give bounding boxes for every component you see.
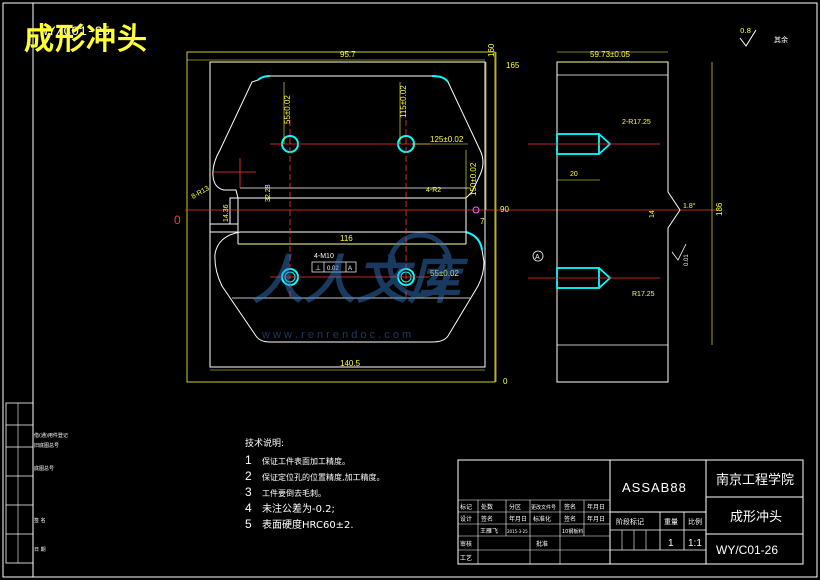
dim-overall-height: 160 — [487, 43, 496, 57]
note-2-num: 2 — [245, 469, 252, 483]
watermark-url: w w w . r e n r e n d o c . c o m — [261, 329, 411, 341]
note-3-text: 工件要倒去毛刺。 — [262, 488, 326, 498]
tb-h1-1: 处数 — [481, 503, 493, 511]
tb-weight-label: 重量 — [664, 518, 678, 526]
tb-h1-2: 分区 — [509, 503, 521, 511]
dim-side-r-top: 2-R17.25 — [622, 119, 651, 126]
strip-label-3: 底图总号 — [34, 465, 54, 472]
tb-std-value: 10钢板料 — [562, 528, 583, 535]
dim-side-perp: 0.01 — [684, 254, 690, 266]
dim-h90: 90 — [500, 205, 509, 214]
note-5-num: 5 — [245, 517, 252, 531]
tb-school: 南京工程学院 — [716, 472, 794, 488]
watermark: 人人文库 w w w . r e n r e n d o c . c o m — [252, 232, 469, 341]
dim-hole-bottom: 55±0.02 — [430, 269, 459, 278]
dim-side-angle: 1.8° — [683, 202, 696, 210]
punch-outline-box — [209, 61, 486, 368]
stock-outline — [186, 51, 496, 383]
side-outline — [556, 61, 681, 383]
callout-thread: 4-M10 — [314, 253, 334, 260]
datum-a-marker: A — [535, 254, 540, 261]
svg-text:⊥: ⊥ — [315, 265, 321, 272]
dim-zero-bottom: 0 — [503, 377, 508, 386]
inner-border — [32, 2, 818, 578]
roughness-note: 其余 — [774, 35, 788, 44]
drawing-title: 成形冲头 — [24, 22, 148, 57]
dim-hole-tr: 115±0.02 — [399, 85, 408, 118]
dim-h7: 7 — [480, 217, 485, 226]
dim-r-left: 8-R13 — [191, 185, 211, 201]
roughness-symbol: 0.8 其余 — [739, 27, 788, 47]
notes-heading: 技术说明: — [245, 437, 284, 449]
tb-h2-1: 签名 — [481, 515, 493, 523]
title-block: ASSAB88 南京工程学院 成形冲头 WY/C01-26 1 1:1 阶段标记… — [457, 459, 804, 565]
strip-label-4: 签 名 — [34, 517, 46, 524]
tb-designer: 王雁飞 — [480, 528, 498, 535]
note-4-text: 未注公差为-0.2; — [262, 502, 335, 515]
tb-drawing-no: WY/C01-26 — [716, 543, 778, 557]
dim-r-right: 4-R2 — [426, 187, 441, 194]
dim-hole-tl: 55±0.02 — [283, 95, 292, 124]
tb-h1-4: 签名 — [564, 503, 576, 511]
tb-scale-label: 比例 — [688, 517, 702, 526]
dim-top-width: 95.7 — [340, 50, 356, 59]
dim-inner-length: 116 — [340, 234, 353, 243]
dim-side-depth: 20 — [570, 171, 578, 178]
tb-approve: 批准 — [536, 540, 548, 548]
note-5-text: 表面硬度HRC60±2. — [262, 518, 354, 531]
tb-h2-3: 标准化 — [533, 515, 551, 523]
note-2-text: 保证定位孔的位置精度,加工精度。 — [262, 472, 385, 482]
strip-label-5: 日 期 — [34, 547, 46, 553]
tb-craft: 工艺 — [460, 554, 472, 562]
tb-h2-5: 年月日 — [587, 515, 605, 523]
dim-bottom-width: 140.5 — [340, 359, 361, 368]
dim-overall-height-2: 165 — [506, 61, 520, 70]
dim-side-height: 186 — [715, 202, 724, 216]
tolerance-datum: A — [348, 266, 352, 272]
dim-slot-14: 14.36 — [223, 204, 230, 222]
dim-side-width: 59.73±0.05 — [590, 50, 631, 59]
tb-part-name: 成形冲头 — [730, 510, 782, 525]
roughness-value: 0.8 — [740, 27, 751, 35]
tolerance-frame: ⊥ 0.02 A — [311, 261, 357, 273]
tb-h2-4: 签名 — [564, 515, 576, 523]
tb-quantity: 1 — [668, 538, 674, 549]
strip-label-2: 旧底图总号 — [34, 442, 59, 449]
dim-hole-col: 150±0.02 — [469, 162, 478, 196]
tb-h2-0: 设计 — [460, 515, 472, 523]
dim-hole-row: 125±0.02 — [430, 135, 464, 144]
tb-design-date: 2015-3-25 — [507, 529, 528, 534]
strip-label-1: 借(通)用件登记 — [34, 432, 68, 439]
tb-h1-3: 更改文件号 — [531, 504, 556, 511]
tb-material: ASSAB88 — [622, 480, 687, 495]
dim-side-r-bottom: R17.25 — [632, 291, 655, 298]
left-strip: 借(通)用件登记 旧底图总号 底图总号 签 名 日 期 — [5, 402, 68, 564]
dim-zero-left: 0 — [174, 213, 181, 227]
dim-side-small: 14 — [649, 210, 656, 218]
tb-h1-5: 年月日 — [587, 503, 605, 511]
dim-slot-32: 32.28 — [265, 184, 272, 202]
tb-scale: 1:1 — [688, 538, 702, 549]
watermark-text: 人人文库 — [252, 251, 469, 311]
tb-h1-0: 标记 — [460, 503, 472, 511]
note-4-num: 4 — [245, 501, 252, 515]
title-underlay: WY/C01-25 — [40, 24, 111, 39]
technical-notes: 技术说明: 1 保证工件表面加工精度。 2 保证定位孔的位置精度,加工精度。 3… — [245, 437, 385, 531]
tb-stage-label: 阶段标记 — [616, 517, 644, 526]
side-view: 59.73±0.05 2-R17.25 20 R17.25 186 14 1.8… — [528, 50, 724, 383]
tb-audit: 审核 — [460, 540, 472, 548]
note-3-num: 3 — [245, 485, 252, 499]
note-1-text: 保证工件表面加工精度。 — [262, 456, 350, 466]
tolerance-value: 0.02 — [327, 266, 339, 272]
tb-h2-2: 年月日 — [509, 515, 527, 523]
note-1-num: 1 — [245, 453, 252, 467]
front-view: 95.7 160 165 140.5 116 0 0 90 7 55±0.02 … — [174, 43, 718, 386]
